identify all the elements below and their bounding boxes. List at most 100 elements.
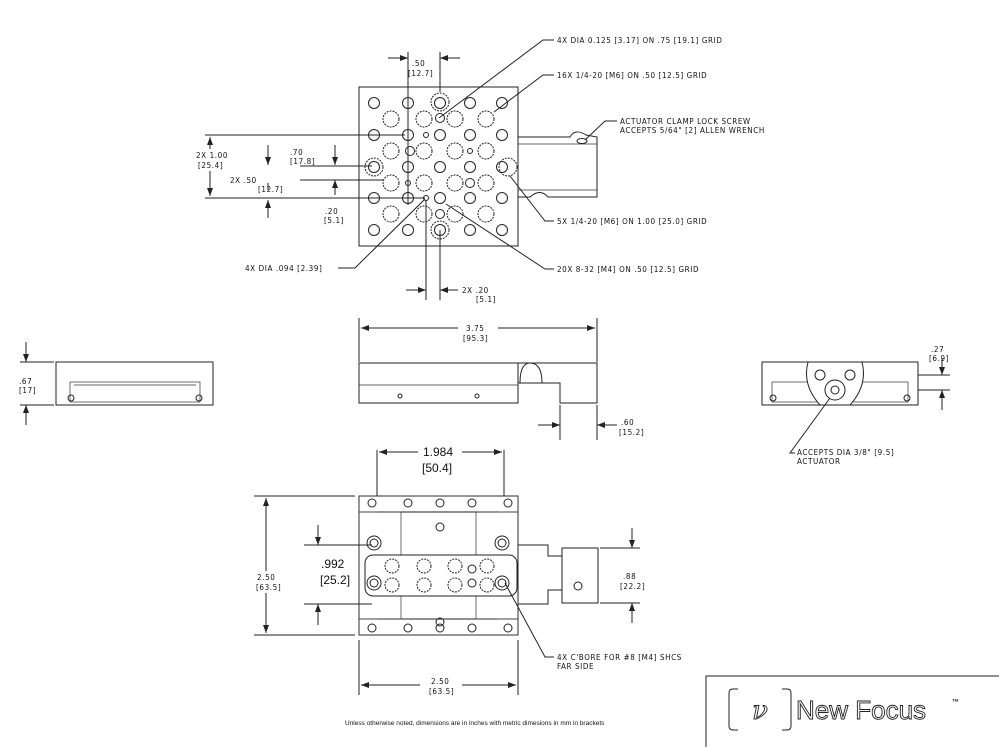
- slot-hole: [384, 558, 400, 574]
- slot-hole: [416, 577, 432, 593]
- m6-tapped-hole: [382, 110, 400, 128]
- dim-label: .60: [621, 418, 634, 427]
- rail-screw-hole: [403, 498, 413, 508]
- label-mask: [420, 675, 462, 697]
- callout-cbore: 4X C'BORE FOR #8 [M4] SHCS: [557, 653, 682, 662]
- dim-label: 2.50: [431, 677, 449, 686]
- dim-label: 2X .50: [230, 176, 257, 185]
- dim-label: [5.1]: [476, 295, 496, 304]
- pin-icon: [195, 394, 203, 402]
- logo-bracket-left: [728, 688, 738, 731]
- leader-line: [445, 203, 554, 270]
- m6-tapped-hole: [415, 110, 433, 128]
- bottom-hole: [435, 522, 445, 532]
- slot-hole: [479, 577, 495, 593]
- pin-hole: [435, 113, 445, 123]
- callout-m4-20x: 20X 8-32 [M4] ON .50 [12.5] GRID: [557, 265, 699, 274]
- small-dia-hole: [423, 132, 429, 138]
- m6-tapped-hole: [415, 142, 433, 160]
- m4-tapped-hole: [434, 161, 446, 173]
- m4-tapped-hole: [496, 129, 508, 141]
- callout-clamp-screw: ACTUATOR CLAMP LOCK SCREW: [620, 117, 751, 126]
- side-hole: [397, 393, 403, 399]
- m4-tapped-hole: [464, 224, 476, 236]
- m6-tapped-hole: [446, 142, 464, 160]
- front-view: 3.75 [95.3] .60 [15.2]: [358, 318, 644, 440]
- body-recess: [69, 381, 201, 403]
- rail-screw-hole: [403, 623, 413, 633]
- dim-label: [63.5]: [256, 583, 281, 592]
- pin-icon: [903, 394, 911, 402]
- m4-tapped-hole: [434, 192, 446, 204]
- m4-tapped-hole: [496, 224, 508, 236]
- pin-icon: [769, 394, 777, 402]
- rail-screw-hole: [467, 623, 477, 633]
- dim-label: [15.2]: [619, 428, 644, 437]
- title-block-border: [705, 675, 999, 747]
- m6-tapped-hole: [446, 205, 464, 223]
- m6-tapped-hole: [382, 205, 400, 223]
- m4-tapped-hole: [434, 129, 446, 141]
- m4-tapped-hole: [496, 97, 508, 109]
- m6-tapped-hole: [415, 174, 433, 192]
- callout-m6-16x: 16X 1/4-20 [M6] ON .50 [12.5] GRID: [557, 71, 707, 80]
- m4-tapped-hole: [496, 161, 508, 173]
- actuator-clamp-end: [806, 361, 864, 406]
- rail-screw-hole: [367, 498, 377, 508]
- rail-screw-hole: [503, 498, 513, 508]
- dim-label: .20: [325, 207, 338, 216]
- slot-pin: [467, 578, 477, 588]
- logo-trademark: ™: [952, 699, 959, 706]
- screw-icon: [844, 369, 856, 381]
- top-view: .50 [12.7] 2X 1.00 [25.4] .70 [17.8] 2X …: [193, 36, 765, 304]
- callout-m6-5x: 5X 1/4-20 [M6] ON 1.00 [25.0] GRID: [557, 217, 707, 226]
- dim-label: [95.3]: [463, 334, 488, 343]
- mounting-hole-pattern: [364, 92, 518, 240]
- dim-label: 3.75: [466, 324, 484, 333]
- dim-label: .27: [931, 345, 944, 354]
- dim-label: .88: [623, 572, 636, 581]
- left-view: .67 [17]: [19, 342, 214, 425]
- m4-tapped-hole: [434, 97, 446, 109]
- slot-pin: [467, 564, 477, 574]
- slot-hole: [384, 577, 400, 593]
- callout-clamp-screw: ACCEPTS 5/64" [2] ALLEN WRENCH: [620, 126, 765, 135]
- m6-tapped-hole: [415, 205, 433, 223]
- screw-icon: [573, 581, 583, 591]
- dim-label: 2X .20: [462, 286, 489, 295]
- cbore-hole-inner: [369, 578, 379, 588]
- dim-label: .50: [412, 59, 425, 68]
- slot-hole: [447, 577, 463, 593]
- logo-text: New Focus: [796, 695, 926, 725]
- stage-body-left: [55, 361, 214, 406]
- clamp-lock-screw: [576, 138, 588, 144]
- leader-line: [338, 198, 426, 269]
- m4-tapped-hole: [464, 192, 476, 204]
- callout-actuator-dia: ACTUATOR: [797, 457, 841, 466]
- m6-large-hole: [430, 92, 450, 112]
- m6-tapped-hole: [446, 110, 464, 128]
- dim-label: [50.4]: [422, 461, 452, 475]
- center-slot: [364, 554, 518, 597]
- leader-line: [789, 397, 831, 454]
- m4-tapped-hole: [496, 192, 508, 204]
- dim-label: [17.8]: [290, 157, 315, 166]
- m6-tapped-hole: [477, 142, 495, 160]
- callout-pin-holes: 4X DIA 0.125 [3.17] ON .75 [19.1] GRID: [557, 36, 723, 45]
- m6-tapped-hole: [446, 174, 464, 192]
- cbore-hole-inner: [369, 538, 379, 548]
- m6-tapped-hole: [477, 205, 495, 223]
- dim-label: 2.50: [257, 573, 275, 582]
- right-view: .27 [6.9] ACCEPTS DIA 3/8" [9.5] ACTUATO…: [761, 345, 950, 466]
- logo-bracket-right: [782, 688, 792, 731]
- dim-label: 1.984: [423, 445, 453, 459]
- side-hole: [474, 393, 480, 399]
- cbore-hole: [494, 535, 510, 551]
- dim-label: [12.7]: [258, 185, 283, 194]
- bottom-view: 1.984 [50.4] .992 [25.2] 2.50 [63.5] .88…: [254, 440, 682, 697]
- m6-tapped-hole: [477, 110, 495, 128]
- leader-line: [438, 39, 554, 119]
- dim-label: .992: [321, 557, 345, 571]
- dim-label: .67: [19, 377, 32, 386]
